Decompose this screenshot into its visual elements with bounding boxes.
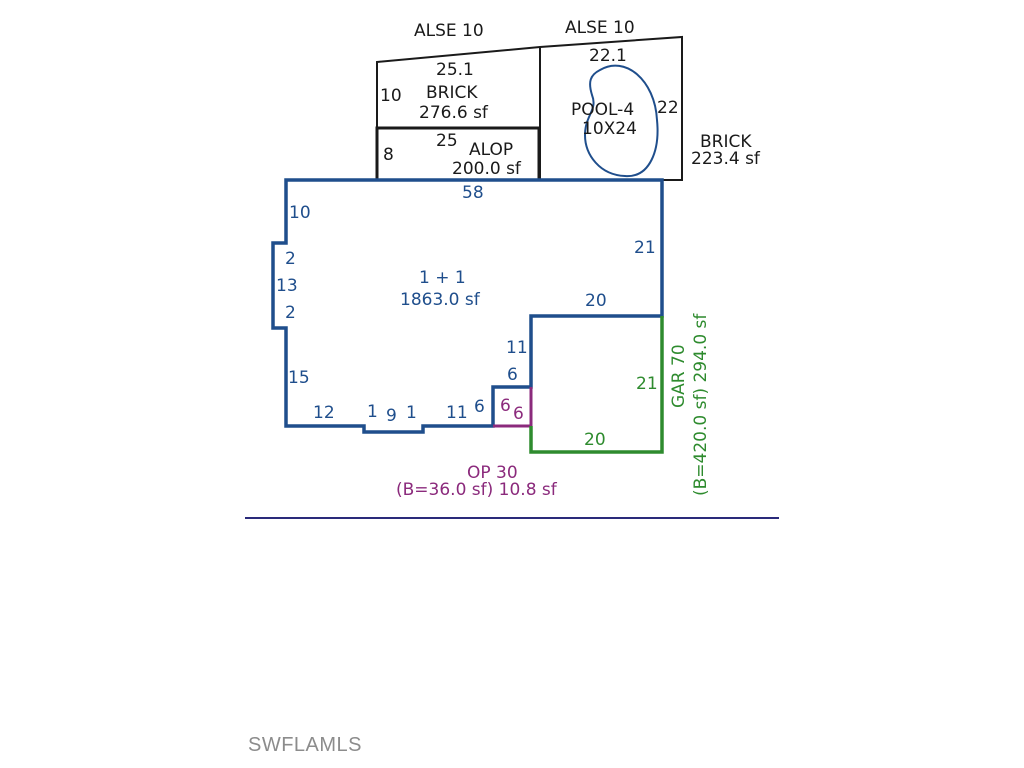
brick-right-name: BRICK [700, 132, 752, 152]
alse-left-label: ALSE 10 [414, 21, 484, 41]
alop-top-dim: 25 [436, 131, 458, 151]
main-name: 1 + 1 [419, 268, 466, 288]
main-inner-top-dim: 20 [585, 291, 607, 311]
pool-area-side-dim: 22 [657, 98, 679, 118]
alse-right-label: ALSE 10 [565, 18, 635, 38]
main-area: 1863.0 sf [400, 290, 481, 310]
brick-left-name: BRICK [426, 83, 478, 103]
alop-name: ALOP [469, 140, 513, 160]
main-left-lower-dim: 15 [288, 368, 310, 388]
main-bump-side-dim: 13 [276, 276, 298, 296]
pool-area-top-dim: 22.1 [589, 46, 627, 66]
garage-area: (B=420.0 sf) 294.0 sf [691, 313, 711, 496]
main-bump-top-dim: 2 [285, 249, 296, 269]
main-bottom-left-dim: 12 [313, 403, 335, 423]
porch-name: OP 30 [467, 463, 518, 483]
alop-side-dim: 8 [383, 145, 394, 165]
main-left-upper-dim: 10 [289, 203, 311, 223]
brick-left-area: 276.6 sf [419, 103, 489, 123]
garage-bottom-dim: 20 [584, 430, 606, 450]
pool-shape [583, 64, 659, 178]
main-inner-side-dim: 11 [506, 338, 528, 358]
main-top-dim: 58 [462, 183, 484, 203]
porch-side-dim: 6 [513, 404, 524, 424]
watermark: SWFLAMLS [248, 734, 363, 756]
pool-name: POOL-4 [571, 100, 634, 120]
main-bottom-right-dim: 11 [446, 403, 468, 423]
brick-left-side-dim: 10 [380, 86, 402, 106]
porch-outline [493, 387, 533, 428]
porch-area: (B=36.0 sf) 10.8 sf [396, 480, 558, 500]
alop-area: 200.0 sf [452, 159, 522, 179]
garage-side-dim: 21 [636, 374, 658, 394]
main-right-dim: 21 [634, 238, 656, 258]
garage-outline [529, 316, 664, 454]
brick-right-area: 223.4 sf [691, 149, 761, 169]
garage-name: GAR 70 [669, 344, 689, 408]
main-notch-width-dim: 9 [386, 406, 397, 426]
main-notch-right-dim: 1 [406, 403, 417, 423]
main-bump-bottom-dim: 2 [285, 303, 296, 323]
main-notch-left-dim: 1 [367, 402, 378, 422]
brick-left-top-dim: 25.1 [436, 60, 474, 80]
pool-size: 10X24 [582, 119, 637, 139]
porch-top-dim: 6 [500, 396, 511, 416]
porch-top-outer-dim: 6 [507, 365, 518, 385]
main-house-outline [271, 178, 664, 434]
porch-left-outer-dim: 6 [474, 397, 485, 417]
